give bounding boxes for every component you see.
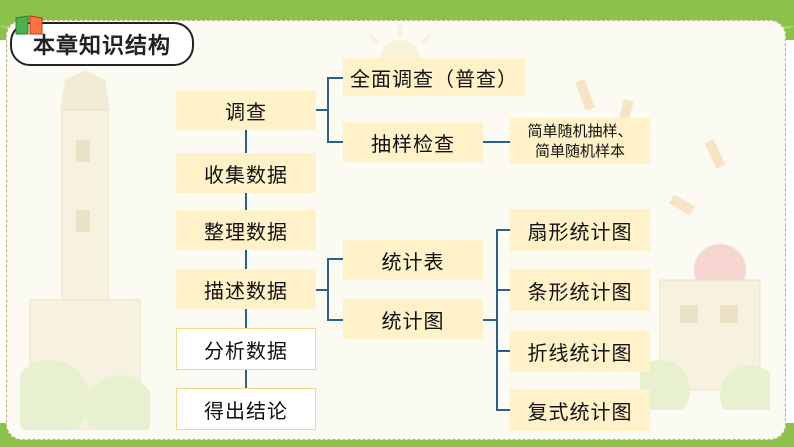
full-survey-node: 全面调查（普查）: [343, 58, 525, 96]
chart-branch-2: [496, 289, 510, 291]
sampling-note-line-2: 简单随机样本: [534, 142, 625, 160]
step-draw-conclusion: 得出结论: [176, 388, 316, 430]
book-icon: [15, 15, 43, 35]
survey-branch-top: [327, 77, 343, 79]
chart-branch-vertical: [496, 229, 498, 411]
survey-branch-bottom: [327, 141, 343, 143]
tower-illustration-icon: [20, 70, 150, 430]
sample-survey-node: 抽样检查: [343, 122, 483, 162]
chart-branch-connector: [483, 319, 497, 321]
describe-branch-bottom: [327, 319, 343, 321]
chart-branch-1: [496, 229, 510, 231]
chart-branch-3: [496, 350, 510, 352]
floating-letters-decoration-icon: [575, 79, 726, 216]
page-title: 本章知识结构: [32, 34, 171, 59]
describe-branch-vertical: [327, 258, 329, 320]
compound-chart-node: 复式统计图: [510, 389, 650, 431]
step-organize-data: 整理数据: [176, 210, 316, 250]
main-flow-connector: [245, 130, 247, 405]
step-analyze-data: 分析数据: [176, 328, 316, 370]
sampling-note-line-1: 简单随机抽样、: [527, 122, 633, 140]
step-survey: 调查: [176, 90, 316, 130]
describe-branch-top: [327, 258, 343, 260]
stat-chart-node: 统计图: [343, 299, 483, 339]
sampling-note-connector: [483, 141, 511, 143]
stat-table-node: 统计表: [343, 240, 483, 280]
survey-branch-connector: [316, 109, 328, 111]
step-collect-data: 收集数据: [176, 153, 316, 193]
step-describe-data: 描述数据: [176, 269, 316, 309]
house-illustration-icon: [640, 244, 770, 410]
sampling-note-node: 简单随机抽样、 简单随机样本: [510, 118, 650, 164]
bar-chart-node: 条形统计图: [510, 269, 650, 311]
line-chart-node: 折线统计图: [510, 330, 650, 372]
pie-chart-node: 扇形统计图: [510, 209, 650, 251]
survey-branch-vertical: [327, 77, 329, 142]
section-header: 本章知识结构: [10, 15, 194, 66]
chart-branch-4: [496, 409, 510, 411]
describe-branch-connector: [316, 289, 328, 291]
